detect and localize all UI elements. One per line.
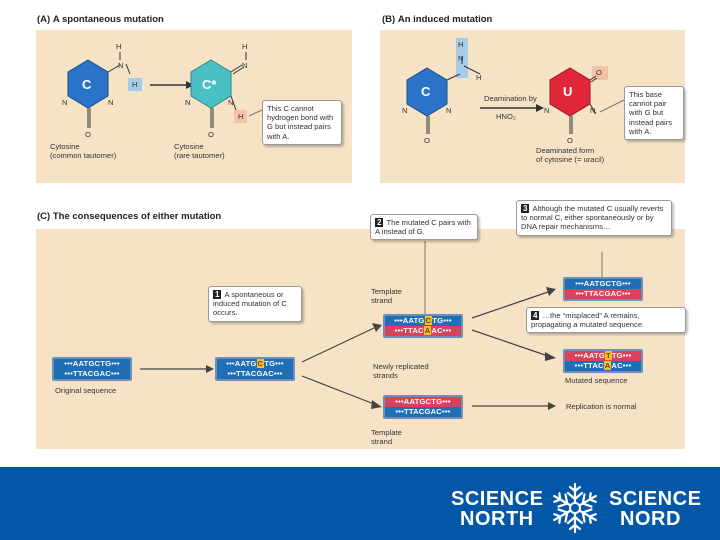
original-sequence-label: Original sequence [55,386,117,395]
step-number: 2 [375,218,384,227]
replication-normal-label: Replication is normal [566,402,637,411]
atom-h-moved: H [238,112,244,121]
dna-mutated-c: •••AATGCTG••• •••TTACGAC••• [215,357,295,381]
atom-n: N [118,61,124,70]
dna-new-strand: •••AATGCTG••• [385,397,461,407]
step-number: 4 [531,311,540,320]
atom-n: N [62,98,68,107]
panel-c-title: (C) The consequences of either mutation [37,211,222,222]
panel-a: C H N H N N O Cytosine (common tautomer)… [36,30,352,183]
dna-top-strand: •••AATGCTG••• [565,279,641,289]
panel-a-callout: This C cannot hydrogen bond with G but i… [262,100,342,145]
dna-bottom-strand: •••TTACAAC••• [565,361,641,371]
panel-a-diagram [67,52,263,128]
dna-top-strand: •••AATGCTG••• [217,359,293,369]
dna-template-strand: •••AATGCTG••• [385,316,461,326]
atom-h: H [458,40,464,49]
atom-h: H [476,73,482,82]
brand-fr-line1: SCIENCE [609,488,702,510]
atom-n: N [458,54,464,63]
template-strand-label: Template strand [371,287,402,306]
cytosine-common-label: Cytosine (common tautomer) [50,142,117,161]
dna-original-sequence: •••AATGCTG••• •••TTACGAC••• [52,357,132,381]
dna-new-strand: •••TTACAAC••• [385,326,461,336]
atom-h: H [242,42,248,51]
atom-u: U [563,84,573,99]
footer-banner: SCIENCE NORTH SCIENCE NORD [0,467,720,540]
moved-hydrogen-box [234,110,247,123]
atom-n: N [242,61,248,70]
atom-n: N [590,106,596,115]
step-4-callout: 4…the “misplaced” A remains, propagating… [526,307,686,334]
reaction-reagent: HNO₂ [496,112,516,121]
dna-bottom-strand: •••TTACGAC••• [217,369,293,379]
dna-replicated-normal: •••AATGCTG••• •••TTACGAC••• [383,395,463,419]
mutated-sequence-label: Mutated sequence [565,376,628,385]
brand-en-line1: SCIENCE [451,488,544,510]
atom-o: O [424,136,430,145]
dna-top-strand: •••AATGTTG••• [565,351,641,361]
dna-reverted: •••AATGCTG••• •••TTACGAC••• [563,277,643,301]
reaction-label: Deamination by [484,94,537,103]
panel-b-diagram [406,38,625,134]
panel-b: H N H C N N O Deamination by HNO₂ O U N … [380,30,685,183]
cytosine-rare-label: Cytosine (rare tautomer) [174,142,225,161]
panel-b-callout: This base cannot pair with G but instead… [624,86,684,141]
dna-bottom-strand: •••TTACGAC••• [565,289,641,299]
atom-c-star: C* [202,77,217,92]
atom-n: N [446,106,452,115]
atom-n: N [108,98,114,107]
snowflake-icon [549,482,601,534]
dna-top-strand: •••AATGCTG••• [54,359,130,369]
step-number: 1 [213,290,222,299]
panel-b-title: (B) An induced mutation [382,14,493,25]
atom-n: N [402,106,408,115]
atom-c: C [82,77,92,92]
atom-o: O [596,68,602,77]
panel-c [36,229,685,449]
atom-h: H [132,80,138,89]
atom-h: H [116,42,122,51]
step-number: 3 [521,204,530,213]
hydrogen-box [128,78,142,91]
atom-n: N [185,98,191,107]
panel-a-title: (A) A spontaneous mutation [37,14,164,25]
atom-o: O [208,130,214,139]
dna-template-strand: •••TTACGAC••• [385,407,461,417]
dna-bottom-strand: •••TTACGAC••• [54,369,130,379]
brand-fr-line2: NORD [620,508,681,530]
atom-o: O [85,130,91,139]
newly-replicated-label: Newly replicated strands [373,362,429,381]
dna-mutated-sequence: •••AATGTTG••• •••TTACAAC••• [563,349,643,373]
uracil-label: Deaminated form of cytosine (= uracil) [536,146,605,165]
atom-n: N [544,106,550,115]
atom-c: C [421,84,431,99]
atom-n: N [228,98,234,107]
dna-replicated-with-mismatch: •••AATGCTG••• •••TTACAAC••• [383,314,463,338]
panel-c-arrows [140,241,603,410]
template-strand-label: Template strand [371,428,402,447]
brand-en-line2: NORTH [460,508,534,530]
atom-o: O [567,136,573,145]
